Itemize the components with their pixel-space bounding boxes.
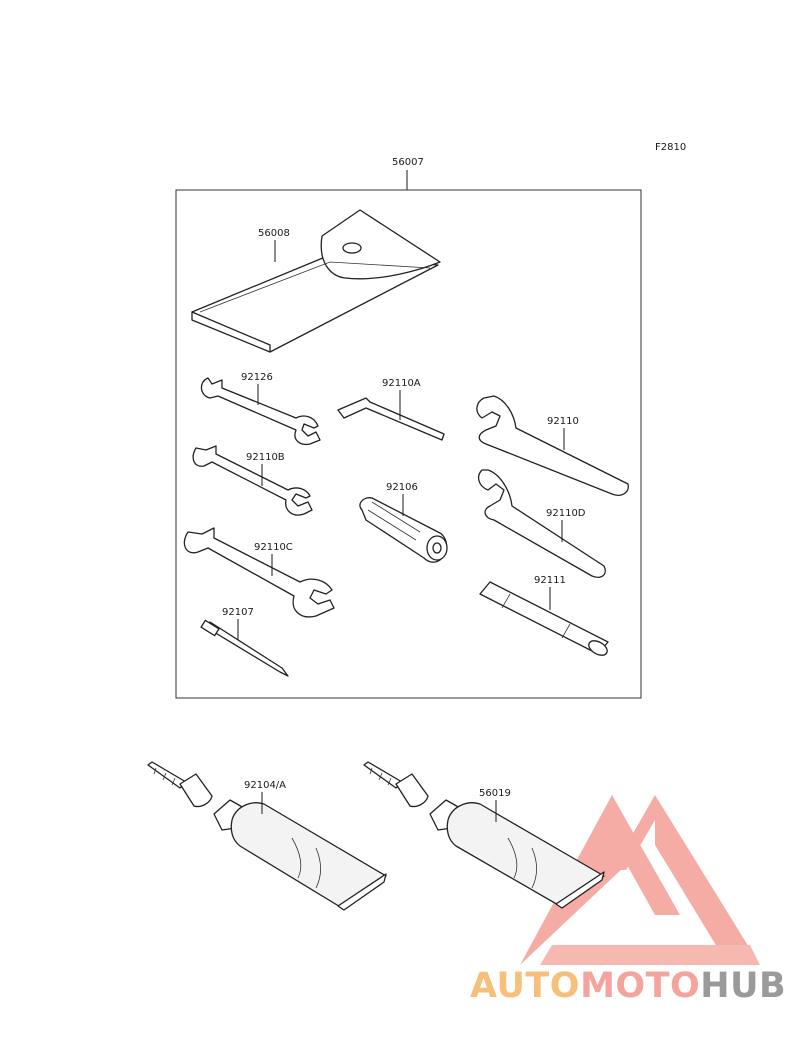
tool-case-56008	[191, 209, 441, 353]
label-56019: 56019	[479, 788, 511, 799]
wrench-92110b	[192, 445, 313, 516]
toolkit-box	[175, 189, 642, 699]
wrench-92126	[200, 377, 321, 446]
grease-tube-56019	[363, 761, 605, 909]
watermark-text: AUTOMOTOHUB	[470, 966, 786, 1006]
label-92111: 92111	[534, 575, 566, 586]
screwdriver-92107	[200, 619, 289, 677]
grease-tube-92104a	[147, 761, 387, 911]
wrench-92110c	[183, 527, 335, 618]
label-92110d: 92110D	[546, 508, 586, 519]
label-92106: 92106	[386, 482, 418, 493]
extension-92111	[479, 581, 609, 656]
hook-wrench-92110	[476, 395, 629, 496]
figure-code: F2810	[655, 142, 686, 153]
hex-key-92110a	[337, 397, 445, 441]
label-92110c: 92110C	[254, 542, 293, 553]
hook-wrench-92110d	[477, 469, 606, 578]
label-56008: 56008	[258, 228, 290, 239]
label-92110b: 92110B	[246, 452, 285, 463]
label-92126: 92126	[241, 372, 273, 383]
kit-number-label: 56007	[392, 157, 424, 168]
label-92110a: 92110A	[382, 378, 421, 389]
label-92104a: 92104/A	[244, 780, 286, 791]
handle-92106	[359, 497, 448, 563]
label-92110: 92110	[547, 416, 579, 427]
label-92107: 92107	[222, 607, 254, 618]
